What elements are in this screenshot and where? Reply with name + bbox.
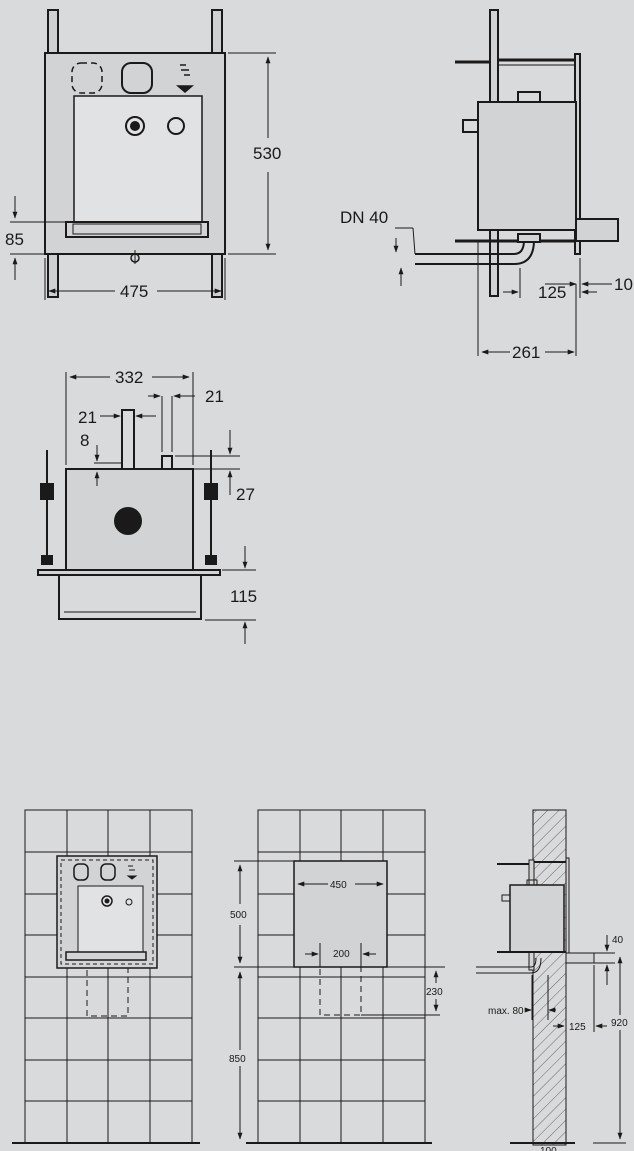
side-top-cap	[517, 91, 541, 103]
front-height-label: 530	[253, 144, 281, 163]
front-post-top-left	[47, 9, 59, 55]
section-box	[509, 884, 565, 953]
install-opening	[293, 860, 388, 968]
front-ledge	[65, 221, 209, 238]
front-cutout-dashed	[71, 62, 103, 94]
install-cutout-2	[100, 863, 116, 881]
front-cutout-solid	[121, 62, 153, 94]
top-connector-label: 27	[236, 485, 255, 504]
install-valve-small	[125, 898, 133, 906]
side-dimensions	[393, 227, 612, 356]
side-depth-mid-label: 125	[538, 283, 566, 302]
front-post-bottom-right	[211, 252, 223, 298]
top-foot-right	[205, 555, 217, 565]
front-valve-small	[167, 117, 185, 135]
front-recess	[73, 95, 203, 223]
front-ledge-inner	[72, 223, 202, 235]
opening-width-label: 450	[330, 880, 347, 891]
top-width-label: 332	[115, 368, 143, 387]
install-wall-section	[476, 809, 626, 1146]
side-drain-collar	[517, 233, 541, 243]
top-pipe-left-label: 21	[78, 408, 97, 427]
section-top-offset-label: 40	[612, 935, 624, 946]
install-recess	[77, 885, 144, 953]
front-post-top-right	[211, 9, 223, 55]
section-max-depth-label: max. 80	[488, 1006, 524, 1017]
top-connector	[161, 455, 173, 470]
top-step-label: 8	[80, 431, 89, 450]
top-view	[37, 409, 221, 620]
top-dimensions	[65, 372, 256, 644]
install-shower-icon	[126, 865, 138, 880]
top-frame	[58, 574, 202, 620]
install-view-opening	[234, 809, 445, 1144]
drain-spacing-label: 200	[333, 949, 350, 960]
side-drain-bend-outer	[513, 239, 535, 265]
front-width-label: 475	[120, 282, 148, 301]
opening-height-label: 500	[230, 910, 247, 921]
front-valve-large	[125, 116, 145, 136]
side-box	[477, 101, 577, 231]
front-ledge-label: 85	[5, 230, 24, 249]
side-view	[415, 9, 619, 297]
install-valve-core	[104, 898, 110, 904]
install-panel-dashed	[60, 859, 154, 965]
install-valve	[101, 895, 113, 907]
section-height-label: 920	[611, 1018, 628, 1029]
section-wall-label: 100	[540, 1146, 557, 1151]
front-post-bottom-left	[47, 252, 59, 298]
install-drain-box	[86, 967, 129, 1017]
install-ledge	[65, 951, 147, 961]
floor-height-label: 850	[229, 1054, 246, 1065]
side-depth-total-label: 261	[512, 343, 540, 362]
top-foot-left	[41, 555, 53, 565]
front-view	[44, 9, 226, 298]
top-pipe	[121, 409, 135, 470]
side-offset-label: 10	[614, 275, 633, 294]
side-ledge-tray	[575, 218, 619, 242]
install-cutout-1	[73, 863, 89, 881]
wall-hatch	[532, 809, 567, 1146]
section-tray	[565, 952, 595, 964]
side-valve-stub	[462, 119, 479, 133]
install-view-front	[12, 809, 200, 1144]
top-drain-hole	[114, 507, 142, 535]
section-depth-label: 125	[569, 1022, 586, 1033]
top-pipe-right-label: 21	[205, 387, 224, 406]
top-frame-depth-label: 115	[230, 587, 257, 606]
top-clamp-left	[40, 483, 54, 500]
front-valve-core	[130, 121, 140, 131]
drain-depth-label: 230	[426, 987, 443, 998]
side-drain-label: DN 40	[340, 208, 388, 227]
shower-icon	[175, 64, 195, 93]
top-clamp-right	[204, 483, 218, 500]
front-dimensions	[10, 52, 276, 300]
